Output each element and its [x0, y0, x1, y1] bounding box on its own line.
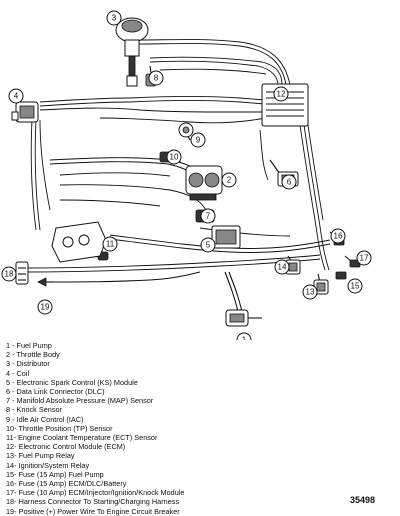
svg-text:11: 11 — [106, 240, 115, 249]
callout-18: 18 — [1, 266, 17, 282]
callout-16: 16 — [330, 228, 346, 244]
svg-text:12: 12 — [277, 90, 286, 99]
callout-15: 15 — [347, 278, 363, 294]
svg-text:2: 2 — [227, 176, 232, 185]
callout-9: 9 — [190, 132, 206, 148]
legend-item: 7 - Manifold Absolute Pressure (MAP) Sen… — [6, 396, 154, 406]
svg-text:10: 10 — [170, 153, 179, 162]
svg-text:18: 18 — [5, 270, 14, 279]
legend-item: 6 - Data Link Connector (DLC) — [6, 387, 105, 397]
callout-3: 3 — [106, 10, 122, 26]
svg-text:15: 15 — [351, 282, 360, 291]
callout-4: 4 — [8, 88, 24, 104]
callout-11: 11 — [102, 236, 118, 252]
svg-text:17: 17 — [360, 254, 369, 263]
callout-1: 1 — [236, 332, 252, 341]
legend-item: 16- Fuse (15 Amp) ECM/DLC/Battery — [6, 479, 127, 489]
coil-icon — [11, 101, 39, 123]
legend-item: 13- Fuel Pump Relay — [6, 451, 75, 461]
callout-19: 19 — [37, 299, 53, 315]
callout-13: 13 — [302, 284, 318, 300]
legend-item: 1 - Fuel Pump — [6, 341, 52, 350]
engine-block-icon — [51, 221, 107, 263]
callout-7: 7 — [200, 208, 216, 224]
ecm-icon — [261, 83, 309, 127]
svg-text:4: 4 — [14, 92, 19, 101]
callout-6: 6 — [281, 174, 297, 190]
callout-2: 2 — [221, 172, 237, 188]
legend-item: 10- Throttle Position (TP) Sensor — [6, 423, 113, 433]
legend-item: 9 - Idle Air Control (IAC) — [6, 414, 84, 424]
legend-item: 12- Electronic Control Module (ECM) — [6, 442, 126, 452]
legend-item: 2 - Throttle Body — [6, 350, 60, 360]
parts-legend: 1 - Fuel Pump 2 - Throttle Body 3 - Dist… — [6, 341, 336, 516]
callout-12: 12 — [273, 86, 289, 102]
fuel-pump-icon — [225, 309, 262, 327]
legend-item: 19- Positive (+) Power Wire To Engine Ci… — [6, 506, 180, 516]
idle-air-control-icon — [178, 122, 194, 138]
svg-text:14: 14 — [278, 263, 287, 272]
legend-item: 11- Engine Coolant Temperature (ECT) Sen… — [6, 433, 158, 443]
callout-17: 17 — [356, 250, 372, 266]
legend-item: 14- Ignition/System Relay — [6, 460, 90, 470]
legend-item: 17- Fuse (10 Amp) ECM/Injector/Ignition/… — [6, 488, 185, 498]
legend-item: 4 - Coil — [6, 368, 30, 378]
legend-item: 5 - Electronic Spark Control (KS) Module — [6, 377, 138, 387]
svg-text:6: 6 — [287, 178, 292, 187]
svg-text:13: 13 — [306, 288, 315, 297]
svg-text:9: 9 — [196, 136, 201, 145]
svg-text:16: 16 — [334, 232, 343, 241]
throttle-body-icon — [185, 165, 223, 201]
distributor-icon — [115, 17, 149, 87]
figure-number: 35498 — [350, 495, 376, 505]
svg-text:3: 3 — [112, 14, 117, 23]
svg-text:7: 7 — [206, 212, 211, 221]
callout-8: 8 — [148, 70, 164, 86]
legend-item: 3 - Distributor — [6, 359, 50, 369]
power-wire-arrow-icon — [37, 277, 54, 287]
fuse-15-icon — [335, 271, 347, 280]
callout-10: 10 — [166, 149, 182, 165]
callout-14: 14 — [274, 259, 290, 275]
wiring-diagram: 3 8 4 12 9 10 2 6 7 5 11 16 17 14 15 13 … — [1, 10, 372, 341]
harness-connector-icon — [15, 261, 29, 285]
knock-module-icon — [211, 225, 241, 249]
legend-item: 15- Fuse (15 Amp) Fuel Pump — [6, 469, 104, 479]
callout-5: 5 — [200, 237, 216, 253]
fuel-pump-relay-icon — [313, 279, 329, 295]
svg-text:5: 5 — [206, 241, 211, 250]
legend-item: 18- Harness Connector To Starting/Chargi… — [6, 497, 180, 507]
svg-text:8: 8 — [154, 74, 159, 83]
legend-item: 8 - Knock Sensor — [6, 405, 62, 415]
svg-text:19: 19 — [41, 303, 50, 312]
svg-text:1: 1 — [242, 336, 247, 341]
